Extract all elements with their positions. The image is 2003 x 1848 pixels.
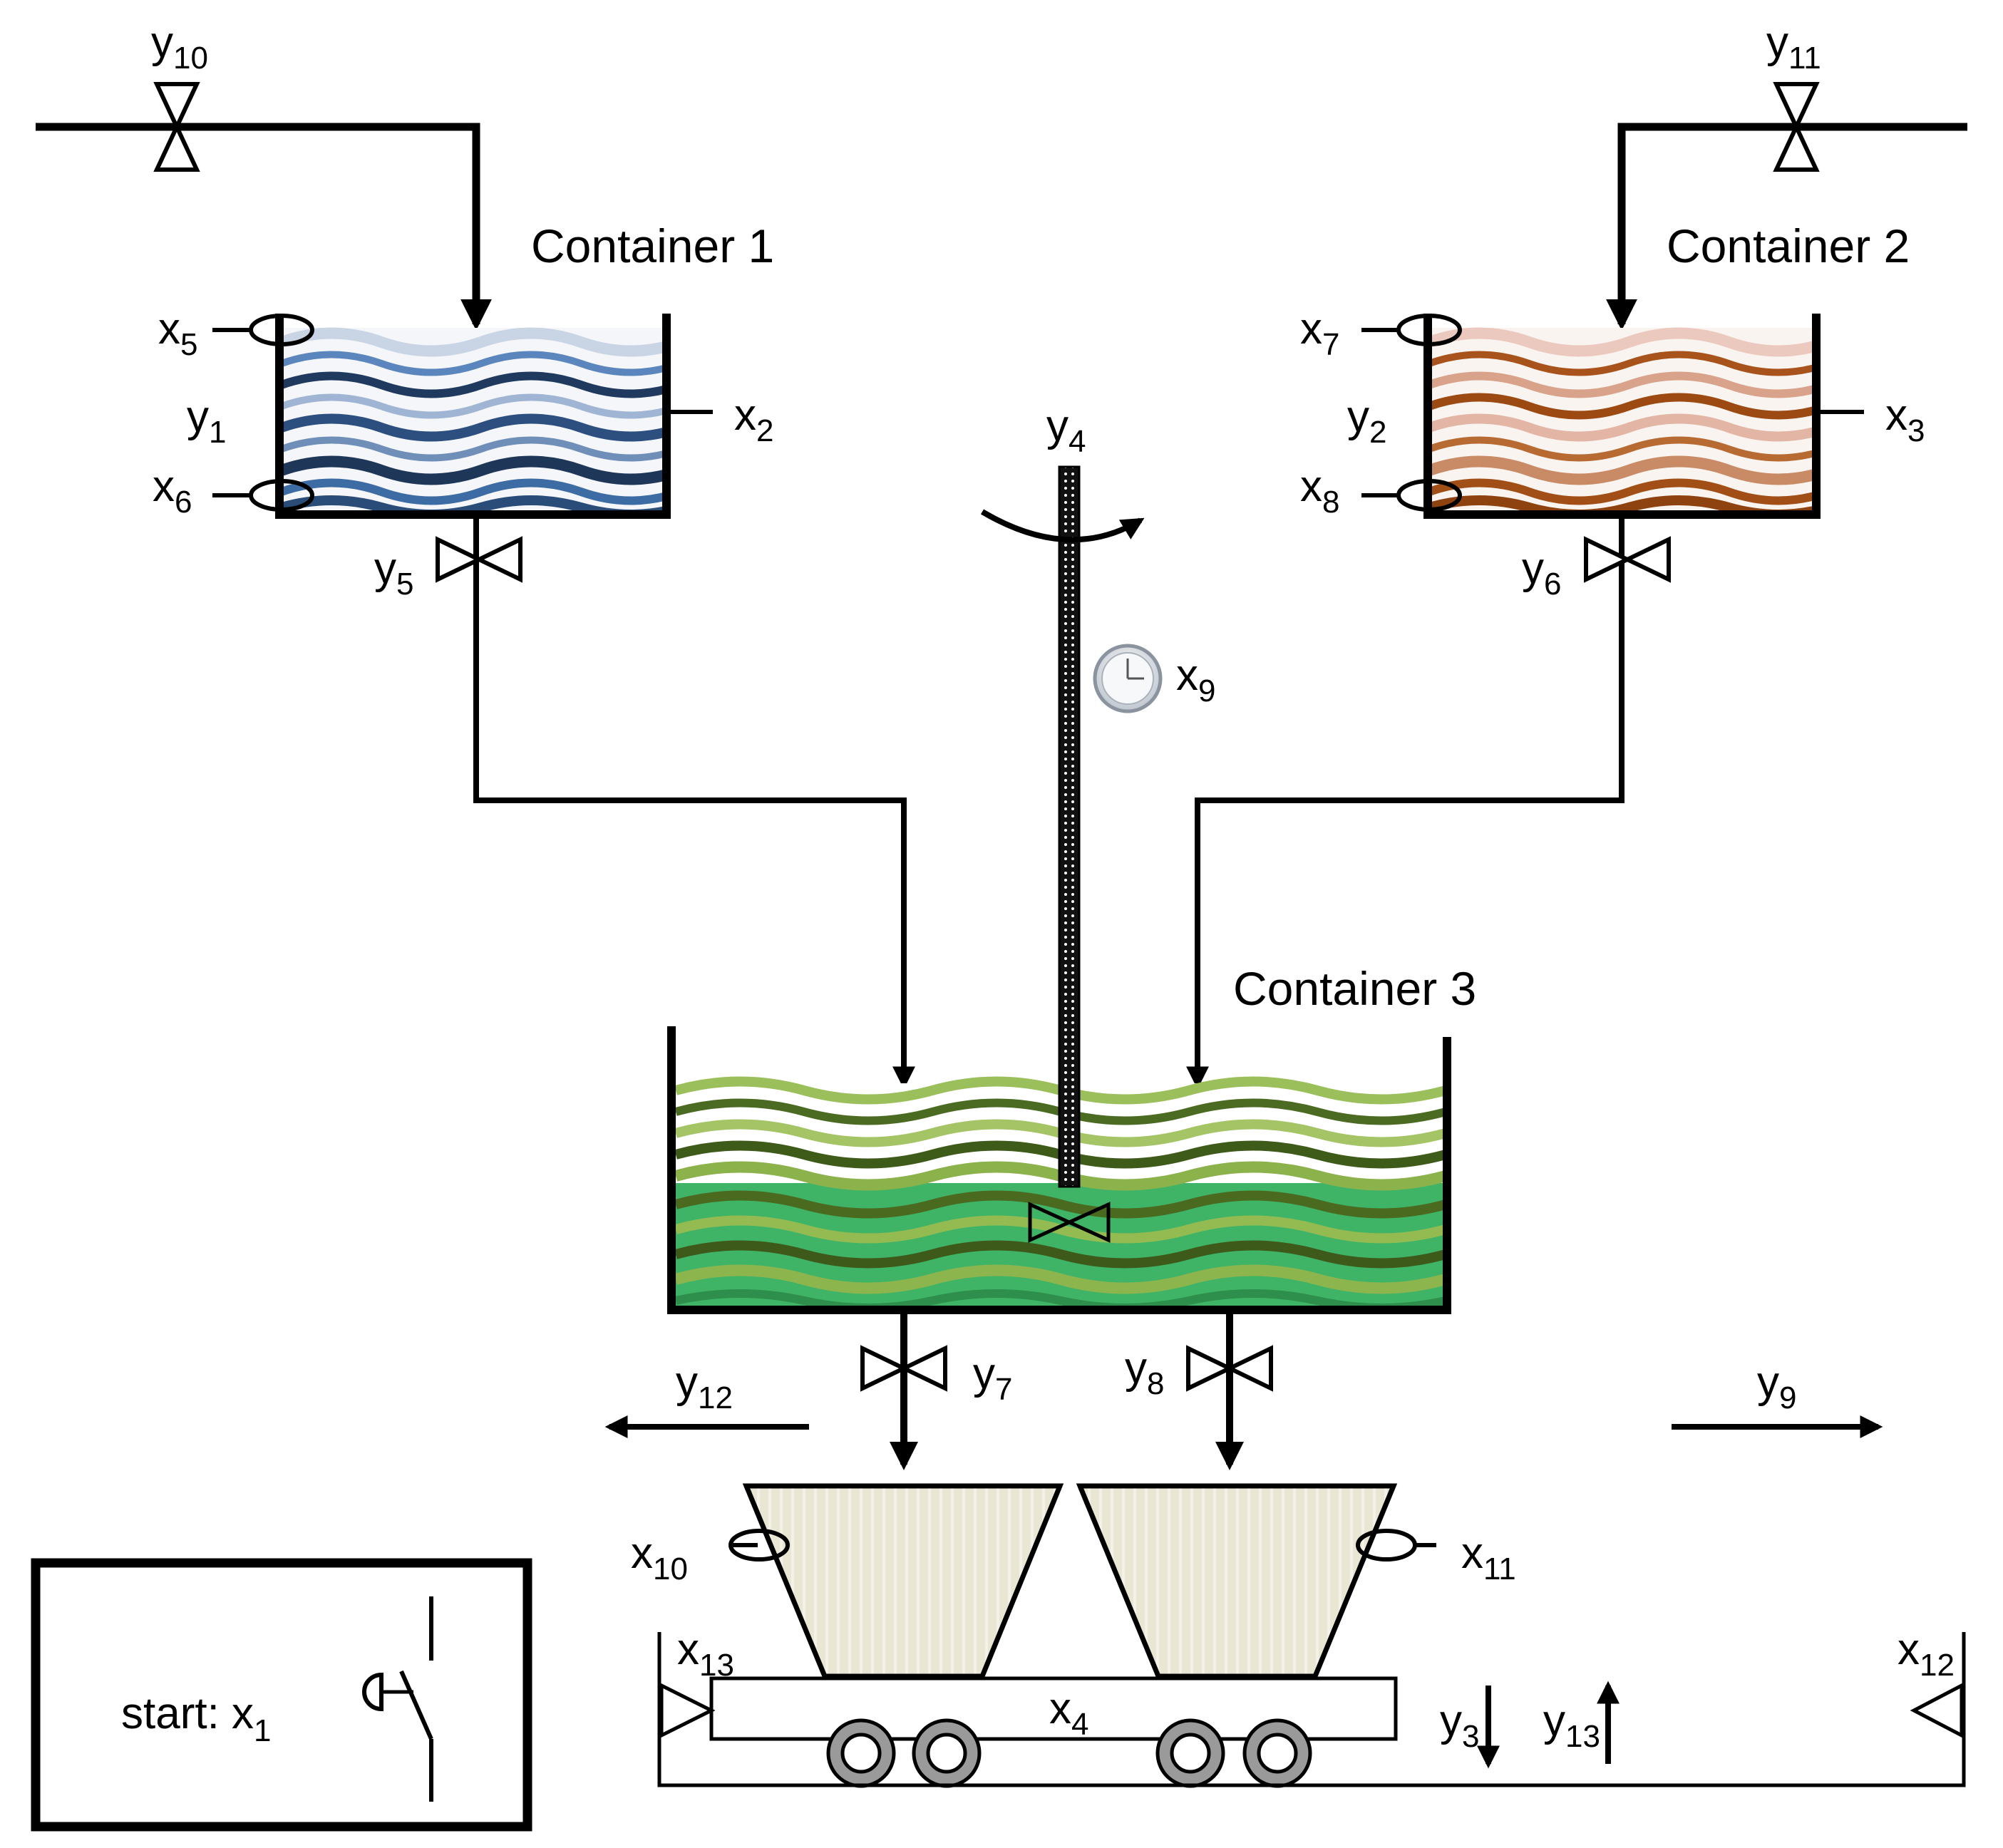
label-y3: y3 [1440, 1696, 1479, 1754]
sensor-x10 [728, 1529, 790, 1561]
valve-y8[interactable] [1186, 1345, 1273, 1392]
pipe-c2-to-c3 [1186, 515, 1624, 1090]
label-x7: x7 [1300, 304, 1339, 362]
label-x3: x3 [1885, 391, 1925, 448]
container-2-title: Container 2 [1667, 220, 1910, 272]
label-y12: y12 [676, 1358, 733, 1415]
label-y9: y9 [1757, 1358, 1796, 1415]
label-x9: x9 [1176, 651, 1215, 708]
label-y6: y6 [1522, 544, 1561, 602]
label-y2: y2 [1347, 392, 1386, 450]
label-x5: x5 [158, 304, 197, 362]
stirrer-shaft[interactable] [1058, 465, 1081, 1188]
label-x10: x10 [631, 1529, 688, 1586]
limit-switch-x13 [659, 1682, 716, 1739]
container-2-liquid [1429, 327, 1814, 513]
label-y1: y1 [187, 392, 226, 450]
sensor-x5 [212, 314, 314, 346]
container-3-title: Container 3 [1233, 962, 1476, 1015]
label-x6: x6 [153, 462, 192, 520]
valve-y5[interactable] [436, 536, 522, 583]
hopper-left [742, 1483, 1064, 1679]
label-y10: y10 [151, 18, 208, 76]
hopper-right [1076, 1483, 1398, 1679]
sensor-x11 [1356, 1529, 1436, 1561]
label-x2: x2 [734, 391, 773, 448]
valve-y11[interactable] [1773, 82, 1820, 172]
timer-clock-icon [1093, 644, 1163, 713]
container-1-liquid [282, 327, 666, 513]
valve-y6[interactable] [1584, 536, 1671, 583]
start-switch-icon[interactable] [362, 1596, 433, 1802]
sensor-x8 [1361, 479, 1462, 512]
label-x12: x12 [1898, 1625, 1955, 1683]
label-x11: x11 [1461, 1529, 1516, 1586]
limit-switch-x12 [1910, 1682, 1964, 1739]
label-y11: y11 [1766, 18, 1821, 76]
valve-y7[interactable] [860, 1345, 947, 1392]
start-box [31, 1558, 532, 1832]
container-2 [1423, 314, 1821, 519]
valve-y10[interactable] [153, 82, 200, 172]
label-x13: x13 [677, 1625, 734, 1683]
label-y7: y7 [973, 1349, 1012, 1407]
container-1 [275, 314, 671, 519]
label-y5: y5 [374, 544, 413, 602]
label-y8: y8 [1125, 1343, 1164, 1401]
stirrer-paddle [1028, 1202, 1111, 1243]
inlet-pipe-right [1606, 123, 1967, 331]
rail-track [657, 1632, 1966, 1787]
sensor-x7 [1361, 314, 1462, 346]
label-y4: y4 [1046, 401, 1086, 459]
sensor-x6 [212, 479, 314, 512]
inlet-pipe-left [36, 123, 492, 331]
rotation-arrow-icon [980, 509, 1145, 543]
start-label: start: x1 [121, 1689, 272, 1748]
container-1-title: Container 1 [531, 220, 774, 272]
label-x4: x4 [1049, 1684, 1088, 1742]
pipe-c1-to-c3 [473, 515, 915, 1090]
label-x8: x8 [1300, 462, 1339, 520]
label-y13: y13 [1543, 1696, 1600, 1754]
